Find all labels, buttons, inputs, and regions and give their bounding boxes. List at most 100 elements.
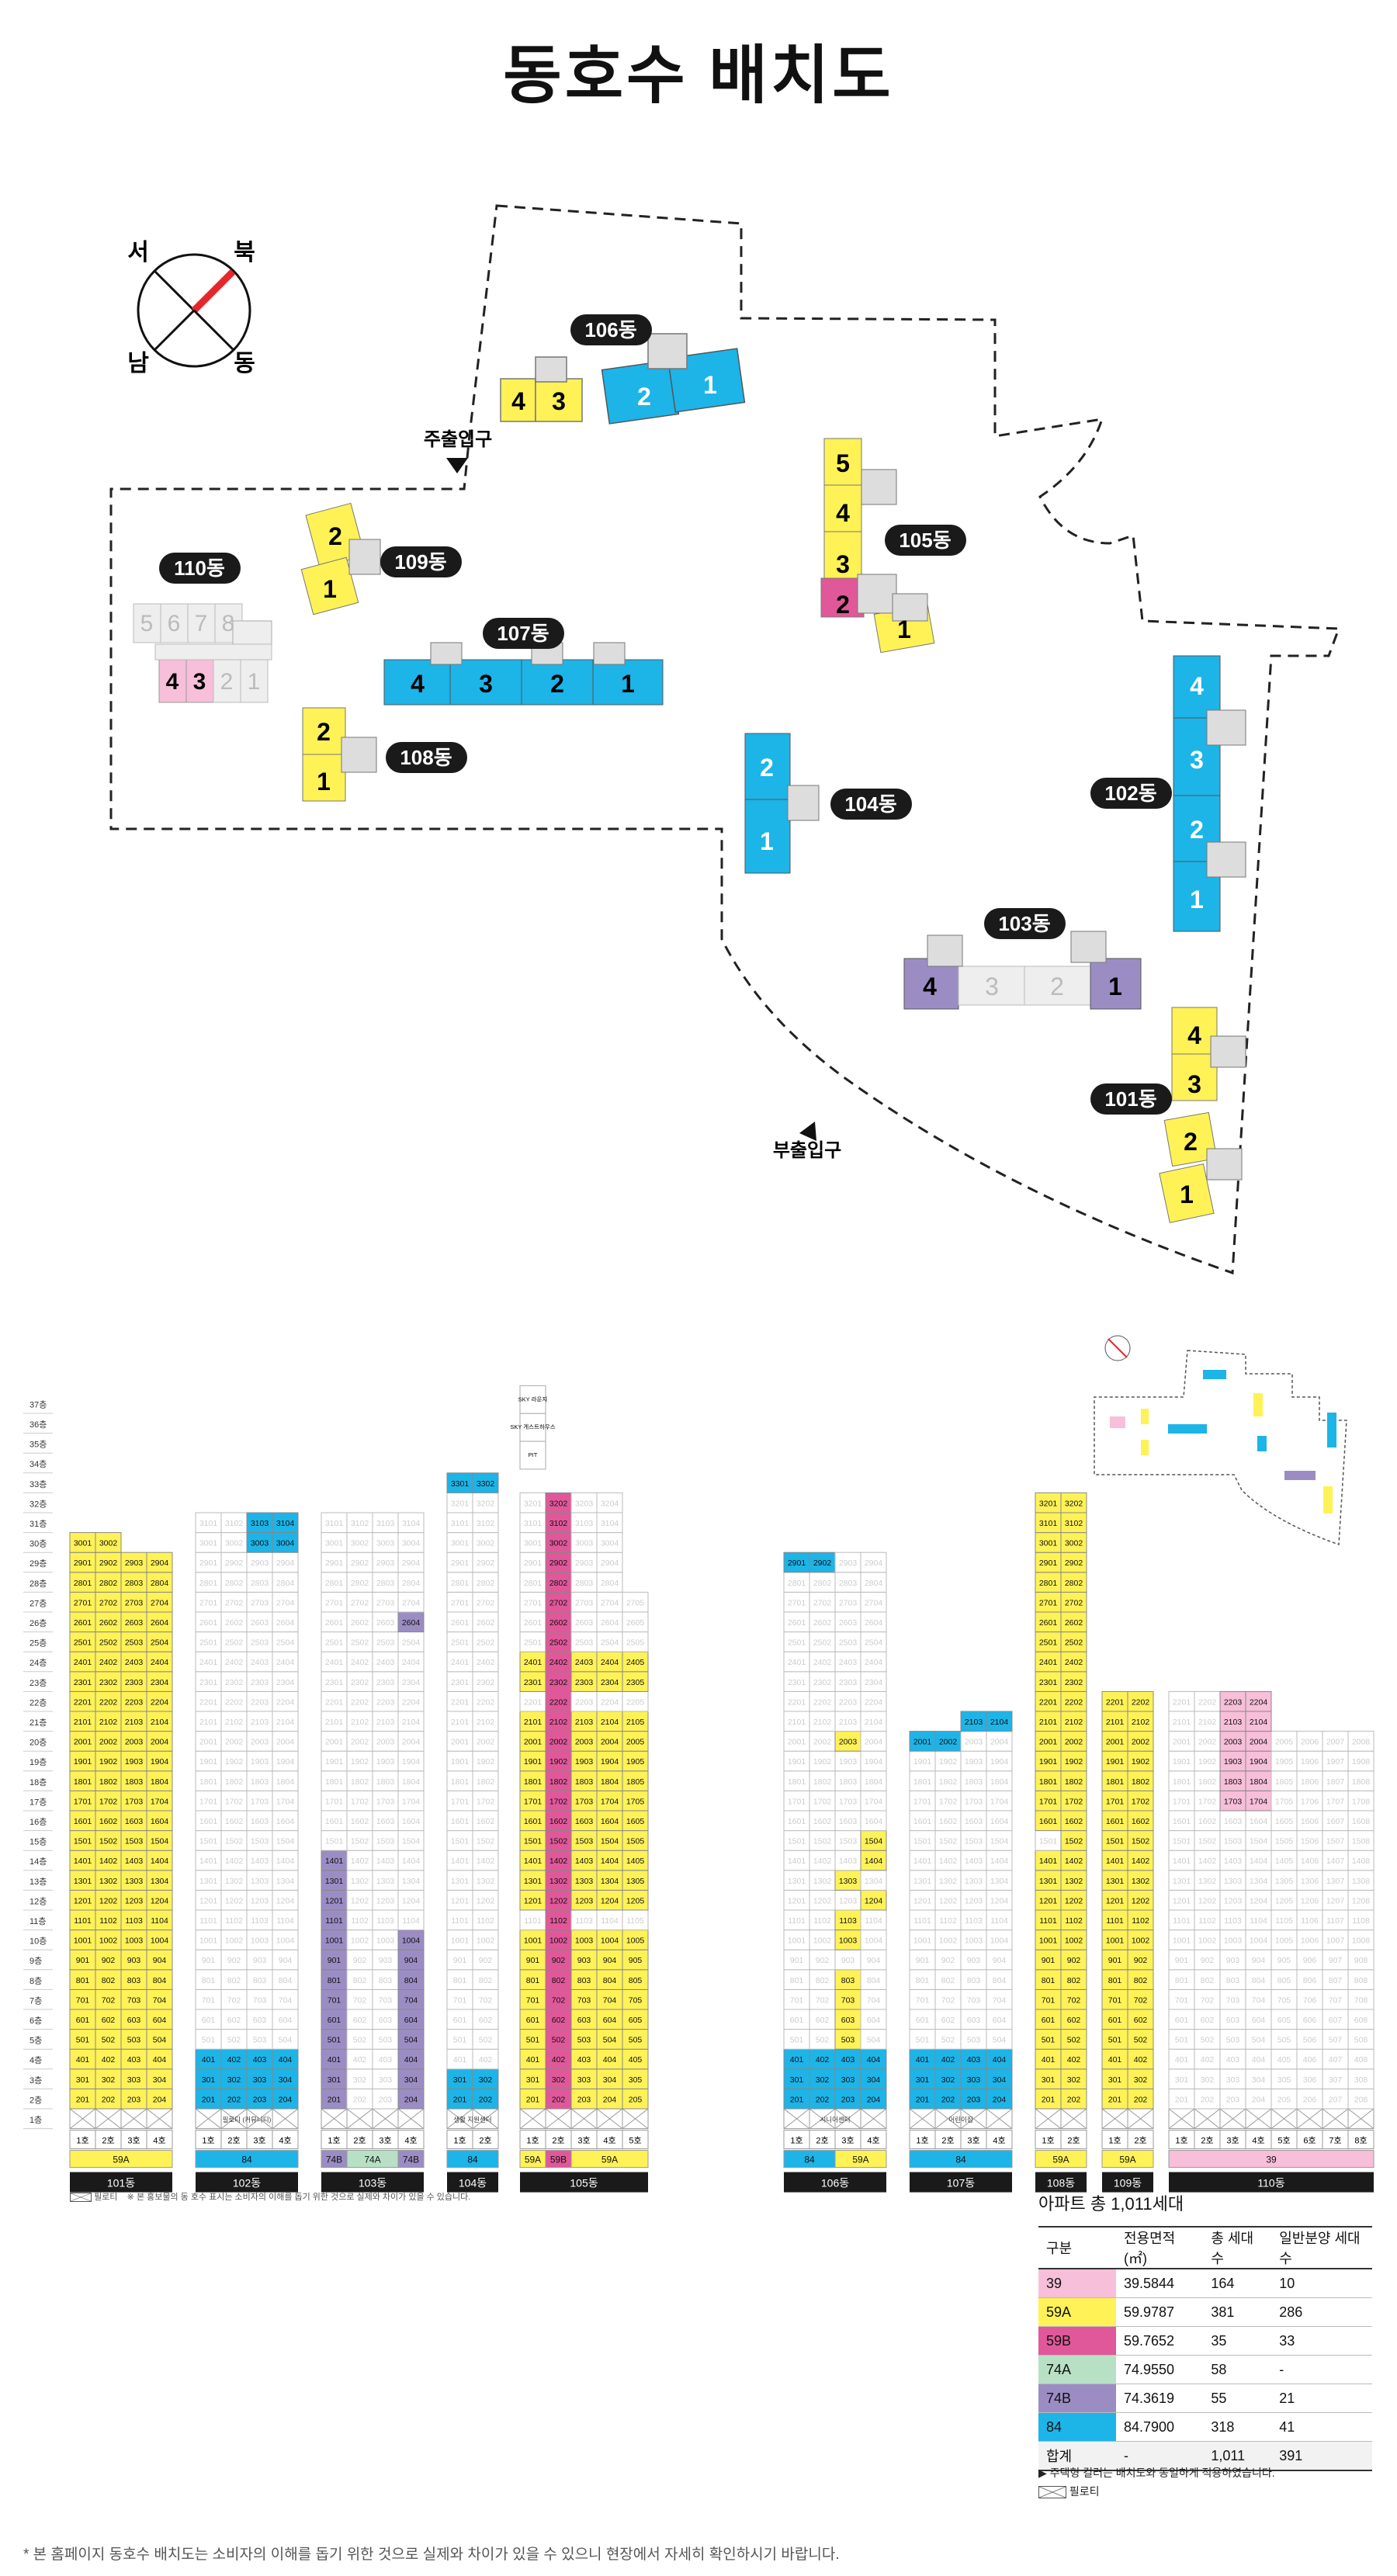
building-106[interactable]: 4 3 2 1 106동 bbox=[500, 314, 746, 425]
unit-number: 1503 bbox=[1224, 1837, 1243, 1846]
unit-number: 2001 bbox=[913, 1738, 932, 1747]
unit-number: 1204 bbox=[151, 1896, 169, 1905]
unit-number: 901 bbox=[916, 1956, 930, 1965]
unit-cell bbox=[1347, 1969, 1374, 1990]
unit-number: 1501 bbox=[1106, 1837, 1125, 1846]
unit-cell bbox=[545, 1551, 572, 1573]
unit-number: 2101 bbox=[788, 1718, 806, 1727]
unit-cell bbox=[909, 1731, 936, 1752]
unit-number: 1102 bbox=[99, 1916, 117, 1926]
unit-number: 902 bbox=[1201, 1956, 1215, 1965]
building-109[interactable]: 2 1 109동 bbox=[300, 502, 462, 615]
unit-number: 302 bbox=[102, 2075, 116, 2085]
unit-number: 1405 bbox=[626, 1857, 645, 1866]
unit-number: 602 bbox=[816, 2016, 830, 2025]
building-108[interactable]: 2 1 108동 bbox=[302, 707, 467, 802]
unit-label: 1호 bbox=[76, 2136, 88, 2146]
unit-number: 1104 bbox=[402, 1916, 420, 1926]
unit-number: 701 bbox=[1175, 1995, 1189, 2005]
unit-number: 2505 bbox=[626, 1638, 645, 1648]
building-107[interactable]: 4 3 2 1 107동 bbox=[383, 618, 664, 706]
unit-number: 2601 bbox=[74, 1618, 92, 1628]
unit-cell bbox=[346, 1889, 373, 1911]
unit-number: 1501 bbox=[788, 1837, 806, 1846]
unit-number: 704 bbox=[153, 1995, 167, 2005]
unit-cell bbox=[472, 1532, 499, 1553]
unit-cell bbox=[545, 1969, 572, 1990]
building-105[interactable]: 5 4 3 2 1 105동 bbox=[820, 438, 966, 654]
unit-number: 1305 bbox=[1275, 1877, 1294, 1886]
building-101[interactable]: 4 3 2 1 101동 bbox=[1090, 1007, 1246, 1223]
unit-number: 2302 bbox=[549, 1678, 568, 1687]
unit-number: 2006 bbox=[1301, 1738, 1319, 1747]
unit-number: 702 bbox=[227, 1995, 241, 2005]
unit-cell bbox=[195, 1631, 222, 1652]
unit-cell bbox=[1101, 1790, 1128, 1812]
floor-label: 13층 bbox=[29, 1877, 47, 1887]
pilot-hatch bbox=[809, 2108, 836, 2129]
unit-number: 1303 bbox=[376, 1877, 395, 1886]
unit-number: 1004 bbox=[601, 1936, 619, 1946]
floor-label: 3층 bbox=[29, 2075, 42, 2085]
unit-cell bbox=[1127, 1870, 1154, 1891]
unit-cell bbox=[1035, 1949, 1062, 1971]
unit-cell bbox=[246, 1850, 273, 1871]
unit-number: 902 bbox=[1134, 1956, 1148, 1965]
unit-number: 602 bbox=[102, 2016, 116, 2025]
unit-number: 901 bbox=[526, 1956, 540, 1965]
unit-number: 1802 bbox=[1065, 1777, 1083, 1787]
unit-number: 804 bbox=[867, 1976, 881, 1985]
unit-number: 2703 bbox=[839, 1598, 858, 1607]
building-102[interactable]: 4 3 2 1 102동 bbox=[1090, 655, 1246, 932]
unit-cell bbox=[272, 1770, 299, 1791]
unit-cell bbox=[272, 1591, 299, 1613]
unit-cell bbox=[397, 1949, 425, 1971]
unit-number: 2104 bbox=[865, 1718, 883, 1727]
unit-cell bbox=[69, 1671, 96, 1692]
unit-number: 1404 bbox=[151, 1857, 169, 1866]
unit-number: 1304 bbox=[1250, 1877, 1268, 1886]
unit-number: 1603 bbox=[125, 1817, 144, 1826]
unit-number: 1701 bbox=[74, 1797, 92, 1806]
unit-label-box bbox=[1127, 2130, 1154, 2150]
building-110[interactable]: 5 6 7 8 4 3 2 1 110동 bbox=[133, 553, 272, 703]
unit-number: 901 bbox=[202, 1956, 216, 1965]
building-104[interactable]: 2 1 104동 bbox=[744, 733, 912, 874]
unit-number: 1708 bbox=[1352, 1797, 1371, 1806]
unit-number: 304 bbox=[867, 2075, 881, 2085]
unit-number: 1208 bbox=[1352, 1896, 1371, 1905]
unit-number: 1401 bbox=[788, 1857, 806, 1866]
unit-cell bbox=[346, 1929, 373, 1950]
unit-number: 1703 bbox=[839, 1797, 858, 1806]
unit-number: 2402 bbox=[351, 1658, 369, 1667]
unit-number: 2302 bbox=[99, 1678, 118, 1687]
unit-label: 8호 bbox=[1354, 2136, 1367, 2146]
unit-number: 2104 bbox=[276, 1718, 295, 1727]
unit-cell bbox=[596, 1492, 623, 1513]
legend-header: 일반분양 세대수 bbox=[1271, 2226, 1372, 2269]
unit-cell bbox=[1194, 1969, 1221, 1990]
unit-number: 1204 bbox=[990, 1896, 1009, 1905]
unit-number: 1804 bbox=[601, 1777, 619, 1787]
unit-cell bbox=[146, 1909, 173, 1931]
unit-number: 501 bbox=[453, 2036, 467, 2045]
unit-cell bbox=[120, 1591, 147, 1613]
type-label: 59A bbox=[1052, 2155, 1069, 2165]
unit-cell bbox=[146, 1770, 173, 1791]
unit-cell bbox=[120, 1750, 147, 1772]
unit-cell bbox=[246, 2009, 273, 2030]
unit-number: 703 bbox=[1226, 1995, 1240, 2005]
building-103[interactable]: 4 3 2 1 103동 bbox=[903, 908, 1142, 1010]
unit-number: 1901 bbox=[1039, 1757, 1058, 1766]
unit-number: 1403 bbox=[965, 1857, 983, 1866]
unit-number: 2604 bbox=[402, 1618, 421, 1628]
unit-cell bbox=[372, 1631, 399, 1652]
unit-cell bbox=[1035, 1830, 1062, 1851]
unit-number: 401 bbox=[790, 2055, 804, 2065]
unit-number: 301 bbox=[202, 2075, 216, 2085]
unit-number: 3101 bbox=[325, 1519, 344, 1528]
unit-cell bbox=[120, 1870, 147, 1891]
